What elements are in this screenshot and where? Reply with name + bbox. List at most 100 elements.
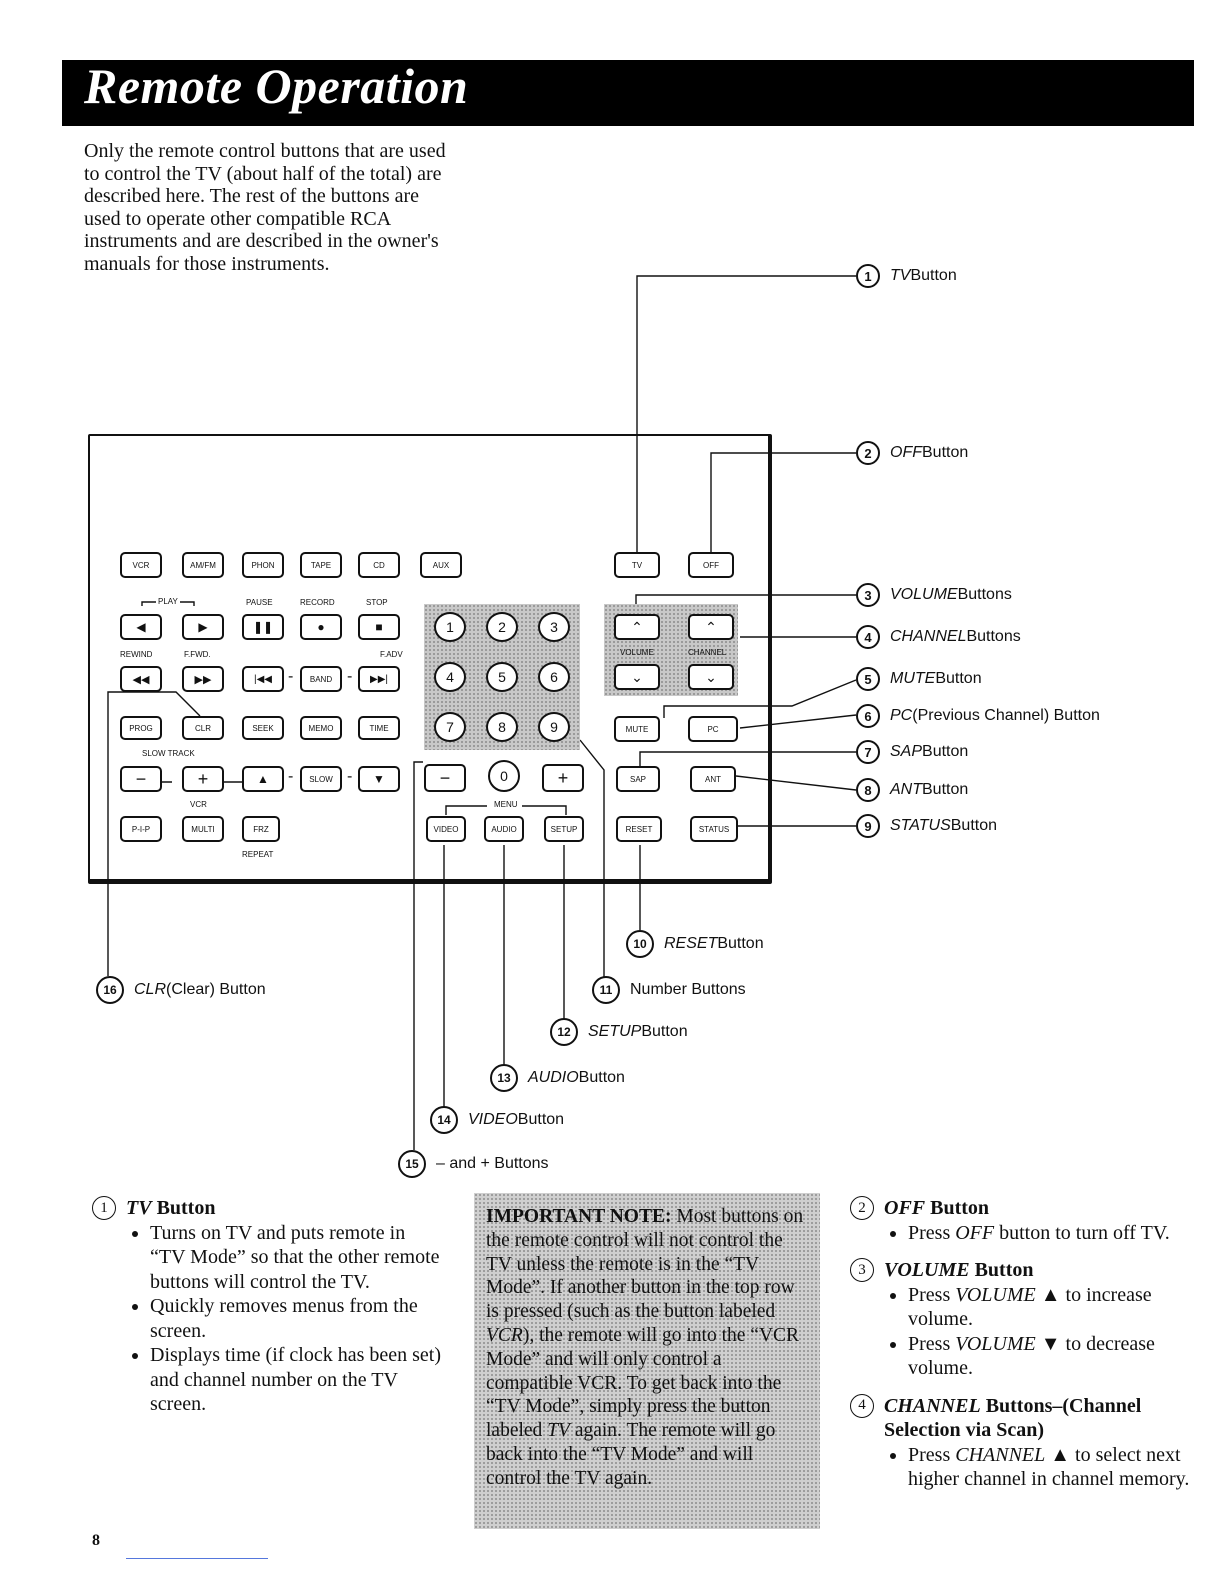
chevron-down-icon: ⌄ [705, 668, 717, 685]
dash-separator: - [288, 668, 294, 685]
audio-button[interactable]: AUDIO [484, 816, 524, 842]
footer-rule [126, 1558, 268, 1559]
number-button-1[interactable]: 1 [434, 612, 466, 642]
number-button-4[interactable]: 4 [434, 662, 466, 692]
callout-name: TV [890, 267, 911, 284]
dash-separator: - [288, 768, 294, 785]
frame-advance-icon: ▶▶| [370, 673, 388, 685]
rewind-button[interactable]: ◀◀ [120, 666, 162, 692]
callout-text: (Clear) Button [166, 981, 266, 998]
tape-button[interactable]: TAPE [300, 552, 342, 578]
bullet-text: Press [908, 1283, 956, 1306]
sap-button[interactable]: SAP [616, 766, 660, 792]
callout-text: Button [935, 670, 982, 687]
callout-number: 7 [856, 740, 880, 764]
phon-button[interactable]: PHON [242, 552, 284, 578]
callout-text: Button [910, 267, 957, 284]
skip-back-button[interactable]: |◀◀ [242, 666, 284, 692]
callout-name: VIDEO [468, 1111, 518, 1128]
down-button[interactable]: ▼ [358, 766, 400, 792]
number-button-6[interactable]: 6 [538, 662, 570, 692]
amfm-button[interactable]: AM/FM [182, 552, 224, 578]
note-text: again. The remote will go back into the … [486, 1420, 776, 1489]
frz-button[interactable]: FRZ [242, 816, 280, 842]
setup-button[interactable]: SETUP [544, 816, 584, 842]
record-button[interactable]: ● [300, 614, 342, 640]
slow-track-plus-button[interactable]: + [182, 766, 224, 792]
callout-number: 13 [490, 1064, 518, 1092]
prog-button[interactable]: PROG [120, 716, 162, 740]
bullet-item: Displays time (if clock has been set) an… [150, 1343, 444, 1417]
number-button-0[interactable]: 0 [488, 760, 520, 792]
minus-button[interactable]: − [424, 764, 466, 792]
number-button-9[interactable]: 9 [538, 712, 570, 742]
multi-button[interactable]: MULTI [182, 816, 224, 842]
volume-up-button[interactable]: ⌃ [614, 614, 660, 640]
pc-button[interactable]: PC [688, 716, 738, 742]
slow-button[interactable]: SLOW [300, 766, 342, 792]
channel-up-button[interactable]: ⌃ [688, 614, 734, 640]
bullet-name: VOLUME [955, 1332, 1036, 1355]
band-button[interactable]: BAND [300, 666, 342, 692]
clr-button[interactable]: CLR [182, 716, 224, 740]
fast-forward-button[interactable]: ▶▶ [182, 666, 224, 692]
callout-number: 4 [856, 625, 880, 649]
tv-button[interactable]: TV [614, 552, 660, 578]
time-button[interactable]: TIME [358, 716, 400, 740]
number-button-5[interactable]: 5 [486, 662, 518, 692]
number-button-8[interactable]: 8 [486, 712, 518, 742]
volume-down-button[interactable]: ⌄ [614, 664, 660, 690]
ant-button[interactable]: ANT [690, 766, 736, 792]
slow-track-minus-button[interactable]: − [120, 766, 162, 792]
channel-down-button[interactable]: ⌄ [688, 664, 734, 690]
callout-name: VOLUME [890, 586, 958, 603]
dash-separator: - [347, 768, 353, 785]
down-triangle-icon: ▼ [373, 772, 385, 786]
aux-button[interactable]: AUX [420, 552, 462, 578]
number-button-7[interactable]: 7 [434, 712, 466, 742]
memo-button[interactable]: MEMO [300, 716, 342, 740]
pause-button[interactable]: ❚❚ [242, 614, 284, 640]
section-heading-text: Button [969, 1259, 1034, 1281]
vcr-group-label: VCR [188, 800, 209, 809]
callout-text: Number Buttons [630, 981, 746, 998]
pip-button[interactable]: P-I-P [120, 816, 162, 842]
important-note-box: IMPORTANT NOTE: Most buttons on the remo… [474, 1193, 820, 1529]
play-button[interactable]: ▶ [182, 614, 224, 640]
section-heading-text: Buttons–(Channel Selection via Scan) [884, 1394, 1147, 1442]
play-icon: ▶ [198, 620, 208, 634]
cd-button[interactable]: CD [358, 552, 400, 578]
callout-text: Button [517, 1111, 565, 1128]
number-button-3[interactable]: 3 [538, 612, 570, 642]
section-name: TV [126, 1197, 152, 1219]
number-button-2[interactable]: 2 [486, 612, 518, 642]
off-button[interactable]: OFF [688, 552, 734, 578]
callout-text: Button [641, 1023, 688, 1040]
dash-separator: - [347, 668, 353, 685]
page-title: Remote Operation [84, 58, 469, 114]
up-button[interactable]: ▲ [242, 766, 284, 792]
seek-button[interactable]: SEEK [242, 716, 284, 740]
mute-button[interactable]: MUTE [614, 716, 660, 742]
plus-button[interactable]: + [542, 764, 584, 792]
callout-text: Button [950, 817, 998, 834]
stop-button[interactable]: ■ [358, 614, 400, 640]
callout-number: 1 [856, 264, 880, 288]
bullet-item: Press VOLUME ▼ to decrease volume. [908, 1332, 1196, 1381]
callout-number: 8 [856, 778, 880, 802]
video-button[interactable]: VIDEO [426, 816, 466, 842]
bullet-item: Press OFF button to turn off TV. [908, 1221, 1196, 1246]
callout-number: 9 [856, 814, 880, 838]
pause-label: PAUSE [246, 598, 273, 607]
bullet-text: Press [908, 1332, 956, 1355]
callout-text: Button [922, 781, 969, 798]
frame-advance-button[interactable]: ▶▶| [358, 666, 400, 692]
status-button[interactable]: STATUS [690, 816, 738, 842]
callout-number: 12 [550, 1018, 578, 1046]
play-reverse-button[interactable]: ◀ [120, 614, 162, 640]
vcr-button[interactable]: VCR [120, 552, 162, 578]
reset-button[interactable]: RESET [616, 816, 662, 842]
